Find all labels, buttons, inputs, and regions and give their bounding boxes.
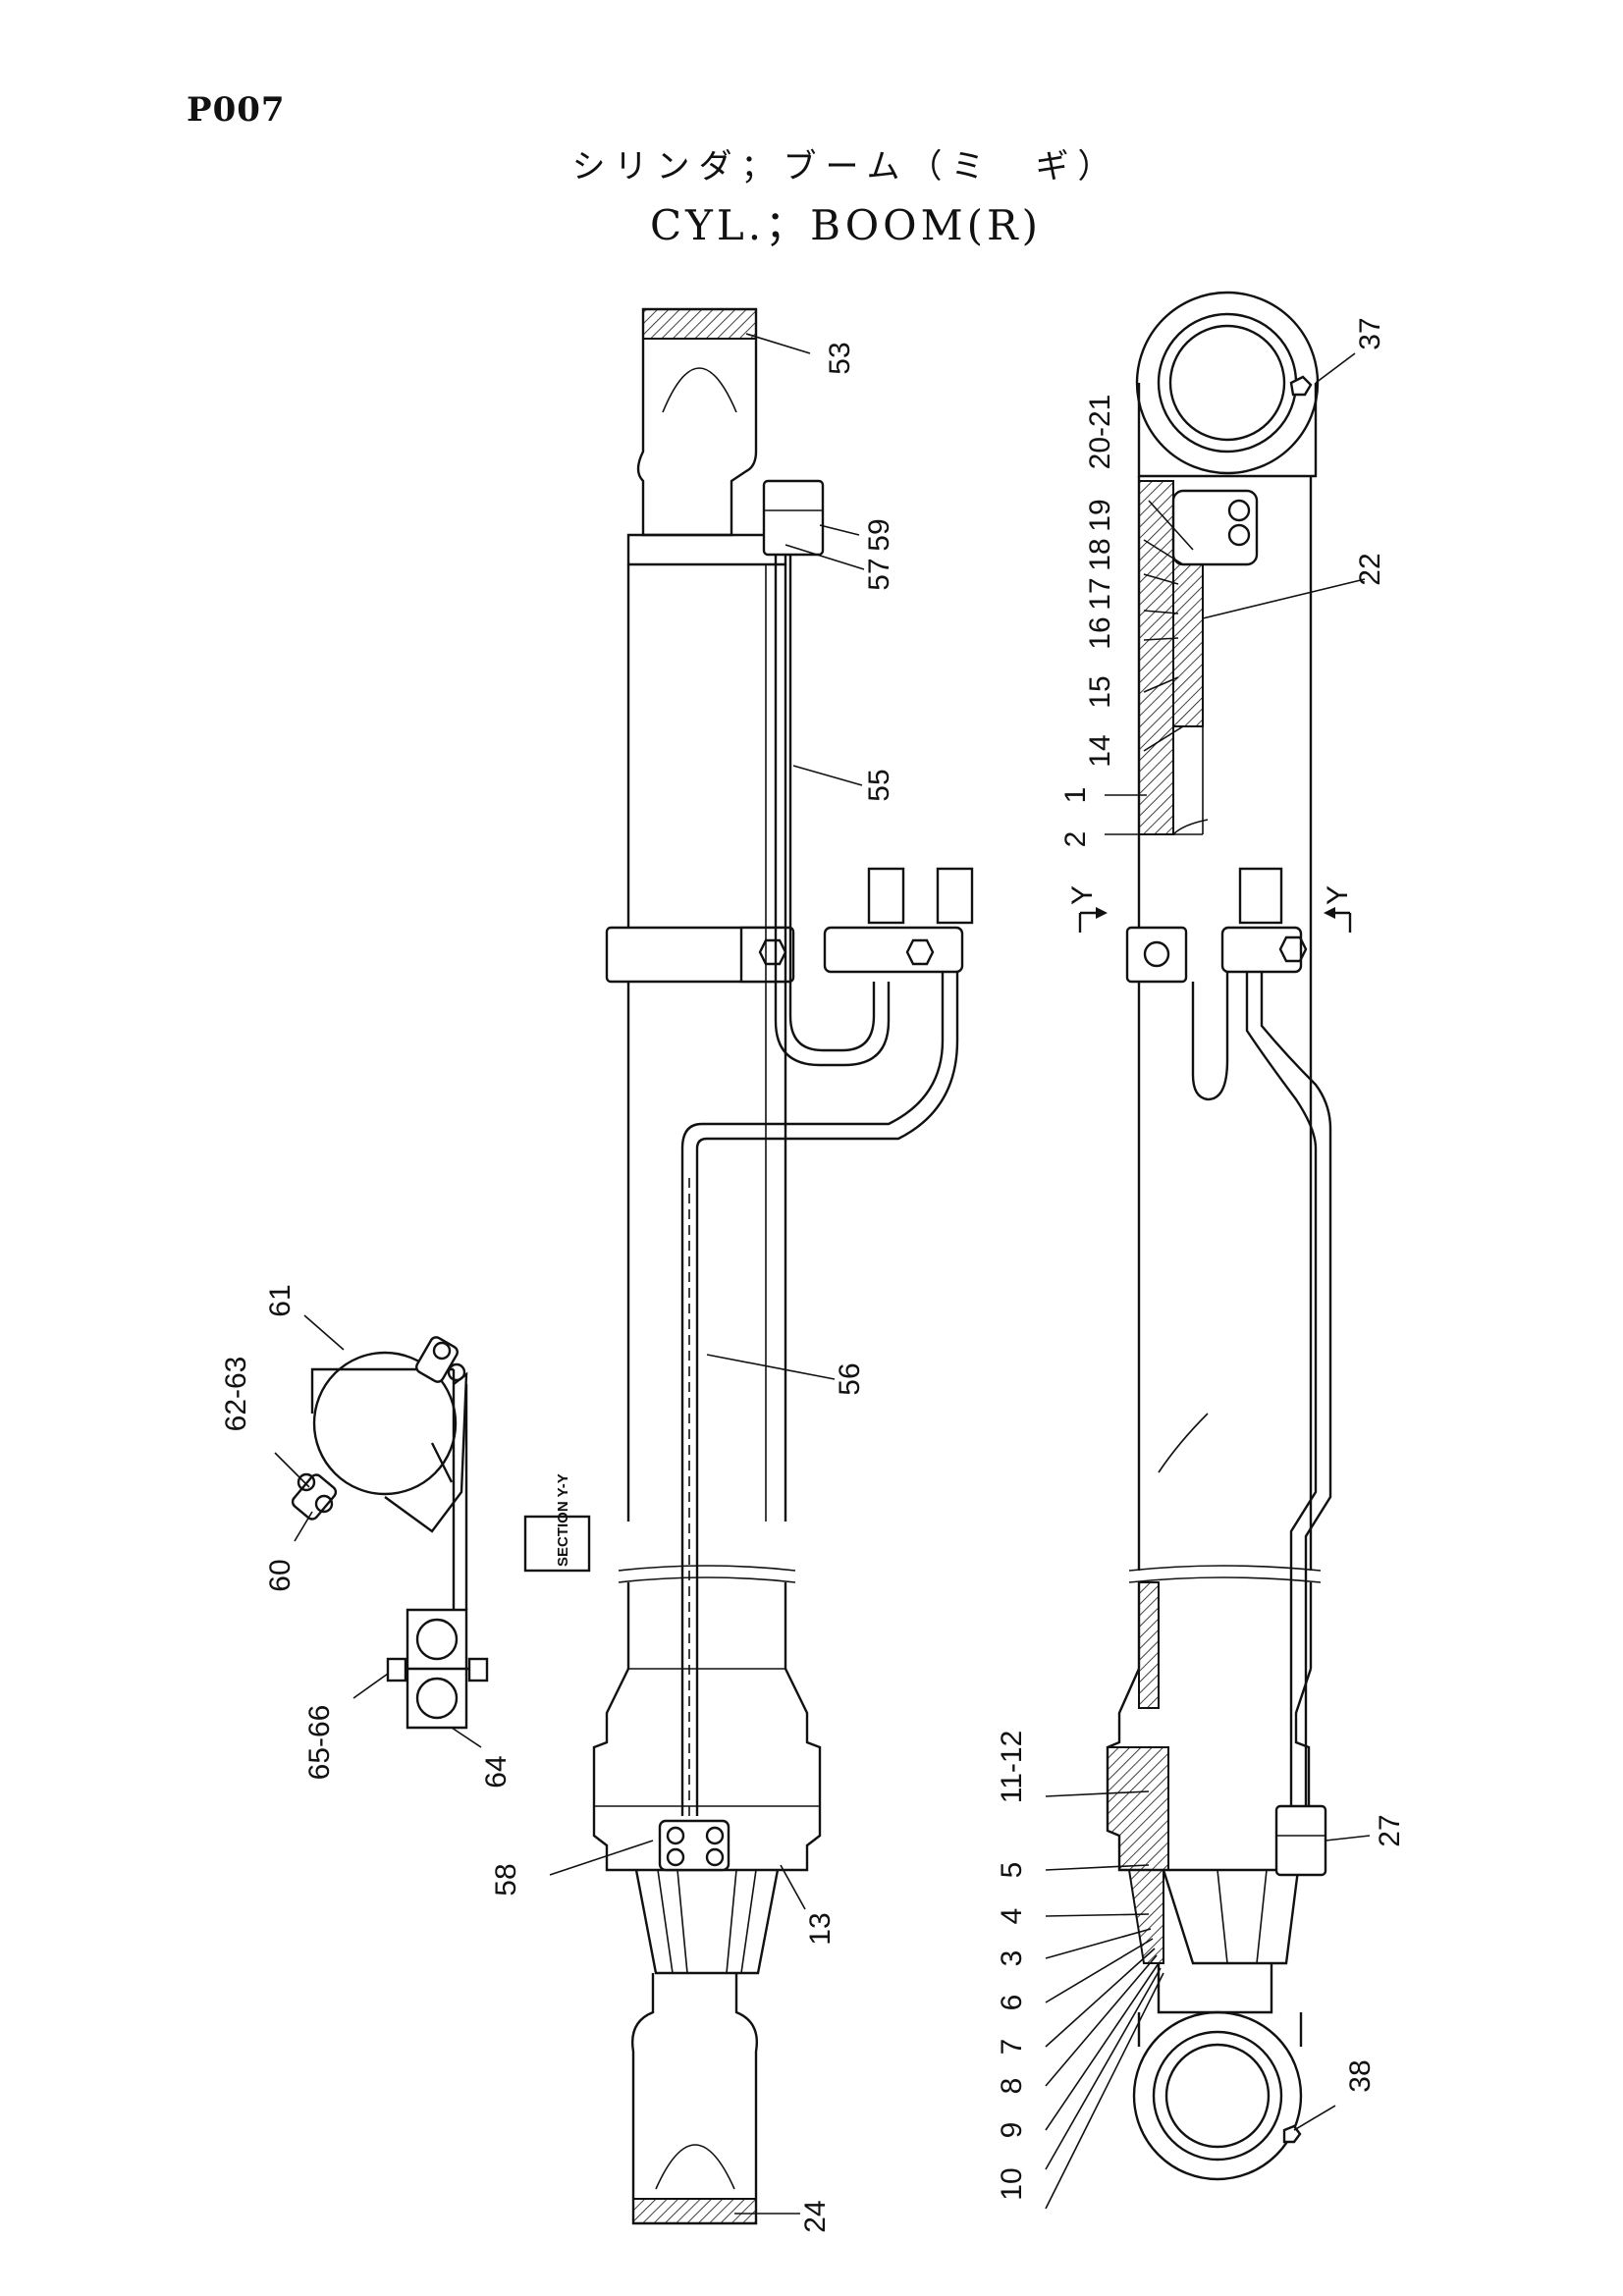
callout-1: 1 xyxy=(1059,787,1092,804)
callout-65-66: 65-66 xyxy=(303,1705,336,1781)
callout-64: 64 xyxy=(480,1755,513,1788)
callout-27: 27 xyxy=(1374,1814,1406,1846)
callout-62-63: 62-63 xyxy=(220,1357,252,1432)
callout-38: 38 xyxy=(1344,2059,1377,2092)
callout-19: 19 xyxy=(1084,499,1116,531)
title-english: CYL.；BOOM(R) xyxy=(649,201,1042,249)
callout-17: 17 xyxy=(1084,577,1116,610)
callout-55: 55 xyxy=(863,769,895,801)
callout-5: 5 xyxy=(996,1862,1028,1879)
callout-61: 61 xyxy=(264,1284,297,1316)
callout-24: 24 xyxy=(799,2200,832,2232)
section-yy-clamp: SECTION Y-Y xyxy=(291,1336,591,1730)
leader-lines xyxy=(274,333,1371,2215)
callout-8: 8 xyxy=(996,2078,1028,2095)
callout-11-12: 11-12 xyxy=(996,1731,1028,1804)
callout-20-21: 20-21 xyxy=(1084,395,1116,470)
callout-60: 60 xyxy=(264,1559,297,1591)
callout-14: 14 xyxy=(1084,734,1116,767)
callout-58: 58 xyxy=(490,1863,522,1896)
section-markers: Y Y xyxy=(1066,885,1354,933)
section-marker-right: Y xyxy=(1322,885,1354,905)
title-japanese: シリンダ；ブーム（ミ ギ） xyxy=(571,147,1120,187)
callouts: 53 59 57 55 56 58 13 24 37 20-21 19 18 1… xyxy=(220,317,1406,2232)
callout-15: 15 xyxy=(1084,675,1116,708)
callout-7: 7 xyxy=(996,2039,1028,2056)
callout-10: 10 xyxy=(996,2167,1028,2200)
callout-16: 16 xyxy=(1084,616,1116,649)
callout-57: 57 xyxy=(863,558,895,590)
section-marker-left: Y xyxy=(1066,885,1099,905)
section-label: SECTION Y-Y xyxy=(555,1473,571,1567)
callout-3: 3 xyxy=(996,1950,1028,1967)
page-code: P007 xyxy=(187,90,286,130)
callout-22: 22 xyxy=(1354,553,1386,585)
callout-6: 6 xyxy=(996,1995,1028,2011)
left-view xyxy=(592,307,974,2225)
callout-56: 56 xyxy=(834,1362,866,1395)
callout-53: 53 xyxy=(824,342,856,374)
callout-18: 18 xyxy=(1084,538,1116,570)
right-view xyxy=(1106,291,1332,2181)
callout-9: 9 xyxy=(996,2122,1028,2139)
callout-59: 59 xyxy=(863,518,895,551)
callout-37: 37 xyxy=(1354,317,1386,349)
callout-2: 2 xyxy=(1059,831,1092,848)
callout-4: 4 xyxy=(996,1908,1028,1925)
callout-13: 13 xyxy=(804,1912,837,1945)
